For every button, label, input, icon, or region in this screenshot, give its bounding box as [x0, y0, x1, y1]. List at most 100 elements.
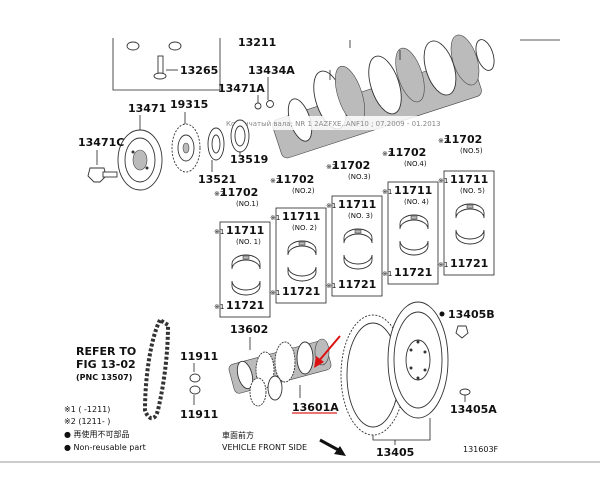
bearing-top-part[interactable]: 11702: [332, 159, 370, 172]
pins-11911: 11911 11911: [180, 350, 218, 421]
bearing-top-mark: ※2: [326, 163, 336, 171]
bearing-mid-part[interactable]: 11711: [282, 210, 320, 223]
bearing-mid-no: (NO. 3): [348, 212, 373, 220]
part-label-13519[interactable]: 13519: [230, 153, 268, 166]
bearing-mid-part[interactable]: 11711: [450, 173, 488, 186]
part-label-19315[interactable]: 19315: [170, 98, 208, 111]
small-parts-group: 13434A 13471A: [218, 64, 295, 110]
part-label-13405[interactable]: 13405: [376, 446, 414, 459]
bearing-mid-no: (NO. 4): [404, 198, 429, 206]
bearing-lower-shell: [343, 254, 373, 270]
bearing-top-no: (NO.3): [348, 173, 371, 181]
bearing-set-frame: [387, 181, 439, 285]
crank-pulley: 13471: [117, 102, 166, 191]
legend-note-4: ● Non-reusable part: [64, 443, 146, 452]
bearing-set-frame: [275, 207, 327, 304]
crankshaft: [272, 34, 560, 159]
bearing-bot-mark: ※1: [326, 282, 336, 290]
legend: ※1 ( -1211) ※2 (1211- ) ● 再使用不可部品 ● Non-…: [64, 405, 146, 452]
legend-note-3: ● 再使用不可部品: [64, 429, 130, 439]
bearing-top-part[interactable]: 11702: [444, 133, 482, 146]
bearing-lower-shell: [399, 240, 429, 256]
sprocket-19315: 19315: [170, 98, 208, 173]
flywheel-13405: 13405: [340, 301, 449, 459]
bearing-bot-part[interactable]: 11721: [450, 257, 488, 270]
timing-chain: [142, 317, 171, 421]
part-label-13434A[interactable]: 13434A: [248, 64, 295, 77]
bearing-mid-part[interactable]: 11711: [226, 224, 264, 237]
bolt-13471C: 13471C: [78, 136, 124, 183]
bearing-upper-shell: [287, 240, 317, 256]
part-label-11911-top[interactable]: 11911: [180, 350, 218, 363]
bearing-top-no: (NO.4): [404, 160, 427, 168]
gear-13521: 13521: [198, 127, 236, 186]
part-label-13602[interactable]: 13602: [230, 323, 268, 336]
bearing-mid-mark: ※1: [214, 228, 224, 236]
front-label-en: VEHICLE FRONT SIDE: [222, 443, 307, 452]
bearing-top-part[interactable]: 11702: [388, 146, 426, 159]
bearing-mid-mark: ※1: [382, 188, 392, 196]
washer-13519: 13519: [230, 119, 268, 166]
bearing-upper-shell: [399, 214, 429, 230]
bearing-bot-mark: ※1: [438, 261, 448, 269]
part-label-13211[interactable]: 13211: [238, 36, 276, 49]
vehicle-front-indicator: 車面前方 VEHICLE FRONT SIDE: [222, 430, 346, 456]
part-label-13265[interactable]: 13265: [180, 64, 218, 77]
legend-note-2: ※2 (1211- ): [64, 417, 110, 426]
part-label-13471C[interactable]: 13471C: [78, 136, 124, 149]
bearing-bot-part[interactable]: 11721: [394, 266, 432, 279]
figure-id: 131603F: [463, 445, 499, 454]
bearing-bot-mark: ※1: [270, 289, 280, 297]
part-label-13405A[interactable]: 13405A: [450, 403, 497, 416]
bearing-mid-no: (NO. 1): [236, 238, 261, 246]
bearing-mid-no: (NO. 2): [292, 224, 317, 232]
bearing-top-no: (NO.1): [236, 200, 259, 208]
front-arrow-icon: [334, 446, 346, 456]
bearing-mid-part[interactable]: 11711: [338, 198, 376, 211]
bearing-lower-shell: [287, 266, 317, 282]
bearing-lower-shell: [231, 280, 261, 296]
bearing-top-no: (NO.5): [460, 147, 483, 155]
bearing-top-part[interactable]: 11702: [276, 173, 314, 186]
bearing-bot-mark: ※1: [214, 303, 224, 311]
bearing-mid-part[interactable]: 11711: [394, 184, 432, 197]
refer-line-1: REFER TO: [76, 345, 136, 358]
bearing-upper-shell: [343, 228, 373, 244]
bearing-bot-mark: ※1: [382, 270, 392, 278]
bearing-top-mark: ※2: [382, 150, 392, 158]
bearing-mid-mark: ※1: [270, 214, 280, 222]
bearing-bot-part[interactable]: 11721: [338, 278, 376, 291]
part-label-13521[interactable]: 13521: [198, 173, 236, 186]
bearing-bot-part[interactable]: 11721: [226, 299, 264, 312]
bearing-set-frame: [443, 170, 495, 276]
part-label-13405B[interactable]: 13405B: [448, 308, 495, 321]
bearing-set-frame: [331, 195, 383, 297]
bearing-mid-mark: ※1: [326, 202, 336, 210]
top-left-box: 13211 13265: [112, 36, 276, 91]
part-13405A: 13405A: [450, 388, 497, 416]
header-overlay-text: Коленчатый вала; NR 1 2AZFXE..ANF10 ; 07…: [226, 120, 441, 128]
refer-line-3: (PNC 13507): [76, 373, 132, 382]
legend-note-1: ※1 ( -1211): [64, 405, 110, 414]
bearing-mid-no: (NO. 5): [460, 187, 485, 195]
bearing-upper-shell: [231, 254, 261, 270]
bearing-top-mark: ※2: [438, 137, 448, 145]
bearing-top-part[interactable]: 11702: [220, 186, 258, 199]
bearing-bot-part[interactable]: 11721: [282, 285, 320, 298]
bearing-set-frame: [219, 221, 271, 318]
part-label-13471A[interactable]: 13471A: [218, 82, 265, 95]
bearing-lower-shell: [455, 229, 485, 245]
part-label-11911-bottom[interactable]: 11911: [180, 408, 218, 421]
bearing-top-mark: ※2: [270, 177, 280, 185]
part-label-13471[interactable]: 13471: [128, 102, 166, 115]
refer-line-2: FIG 13-02: [76, 358, 136, 371]
part-label-13601A[interactable]: 13601A: [292, 401, 339, 414]
bearing-top-no: (NO.2): [292, 187, 315, 195]
balance-shaft-13601A: 13601A: [228, 335, 341, 414]
